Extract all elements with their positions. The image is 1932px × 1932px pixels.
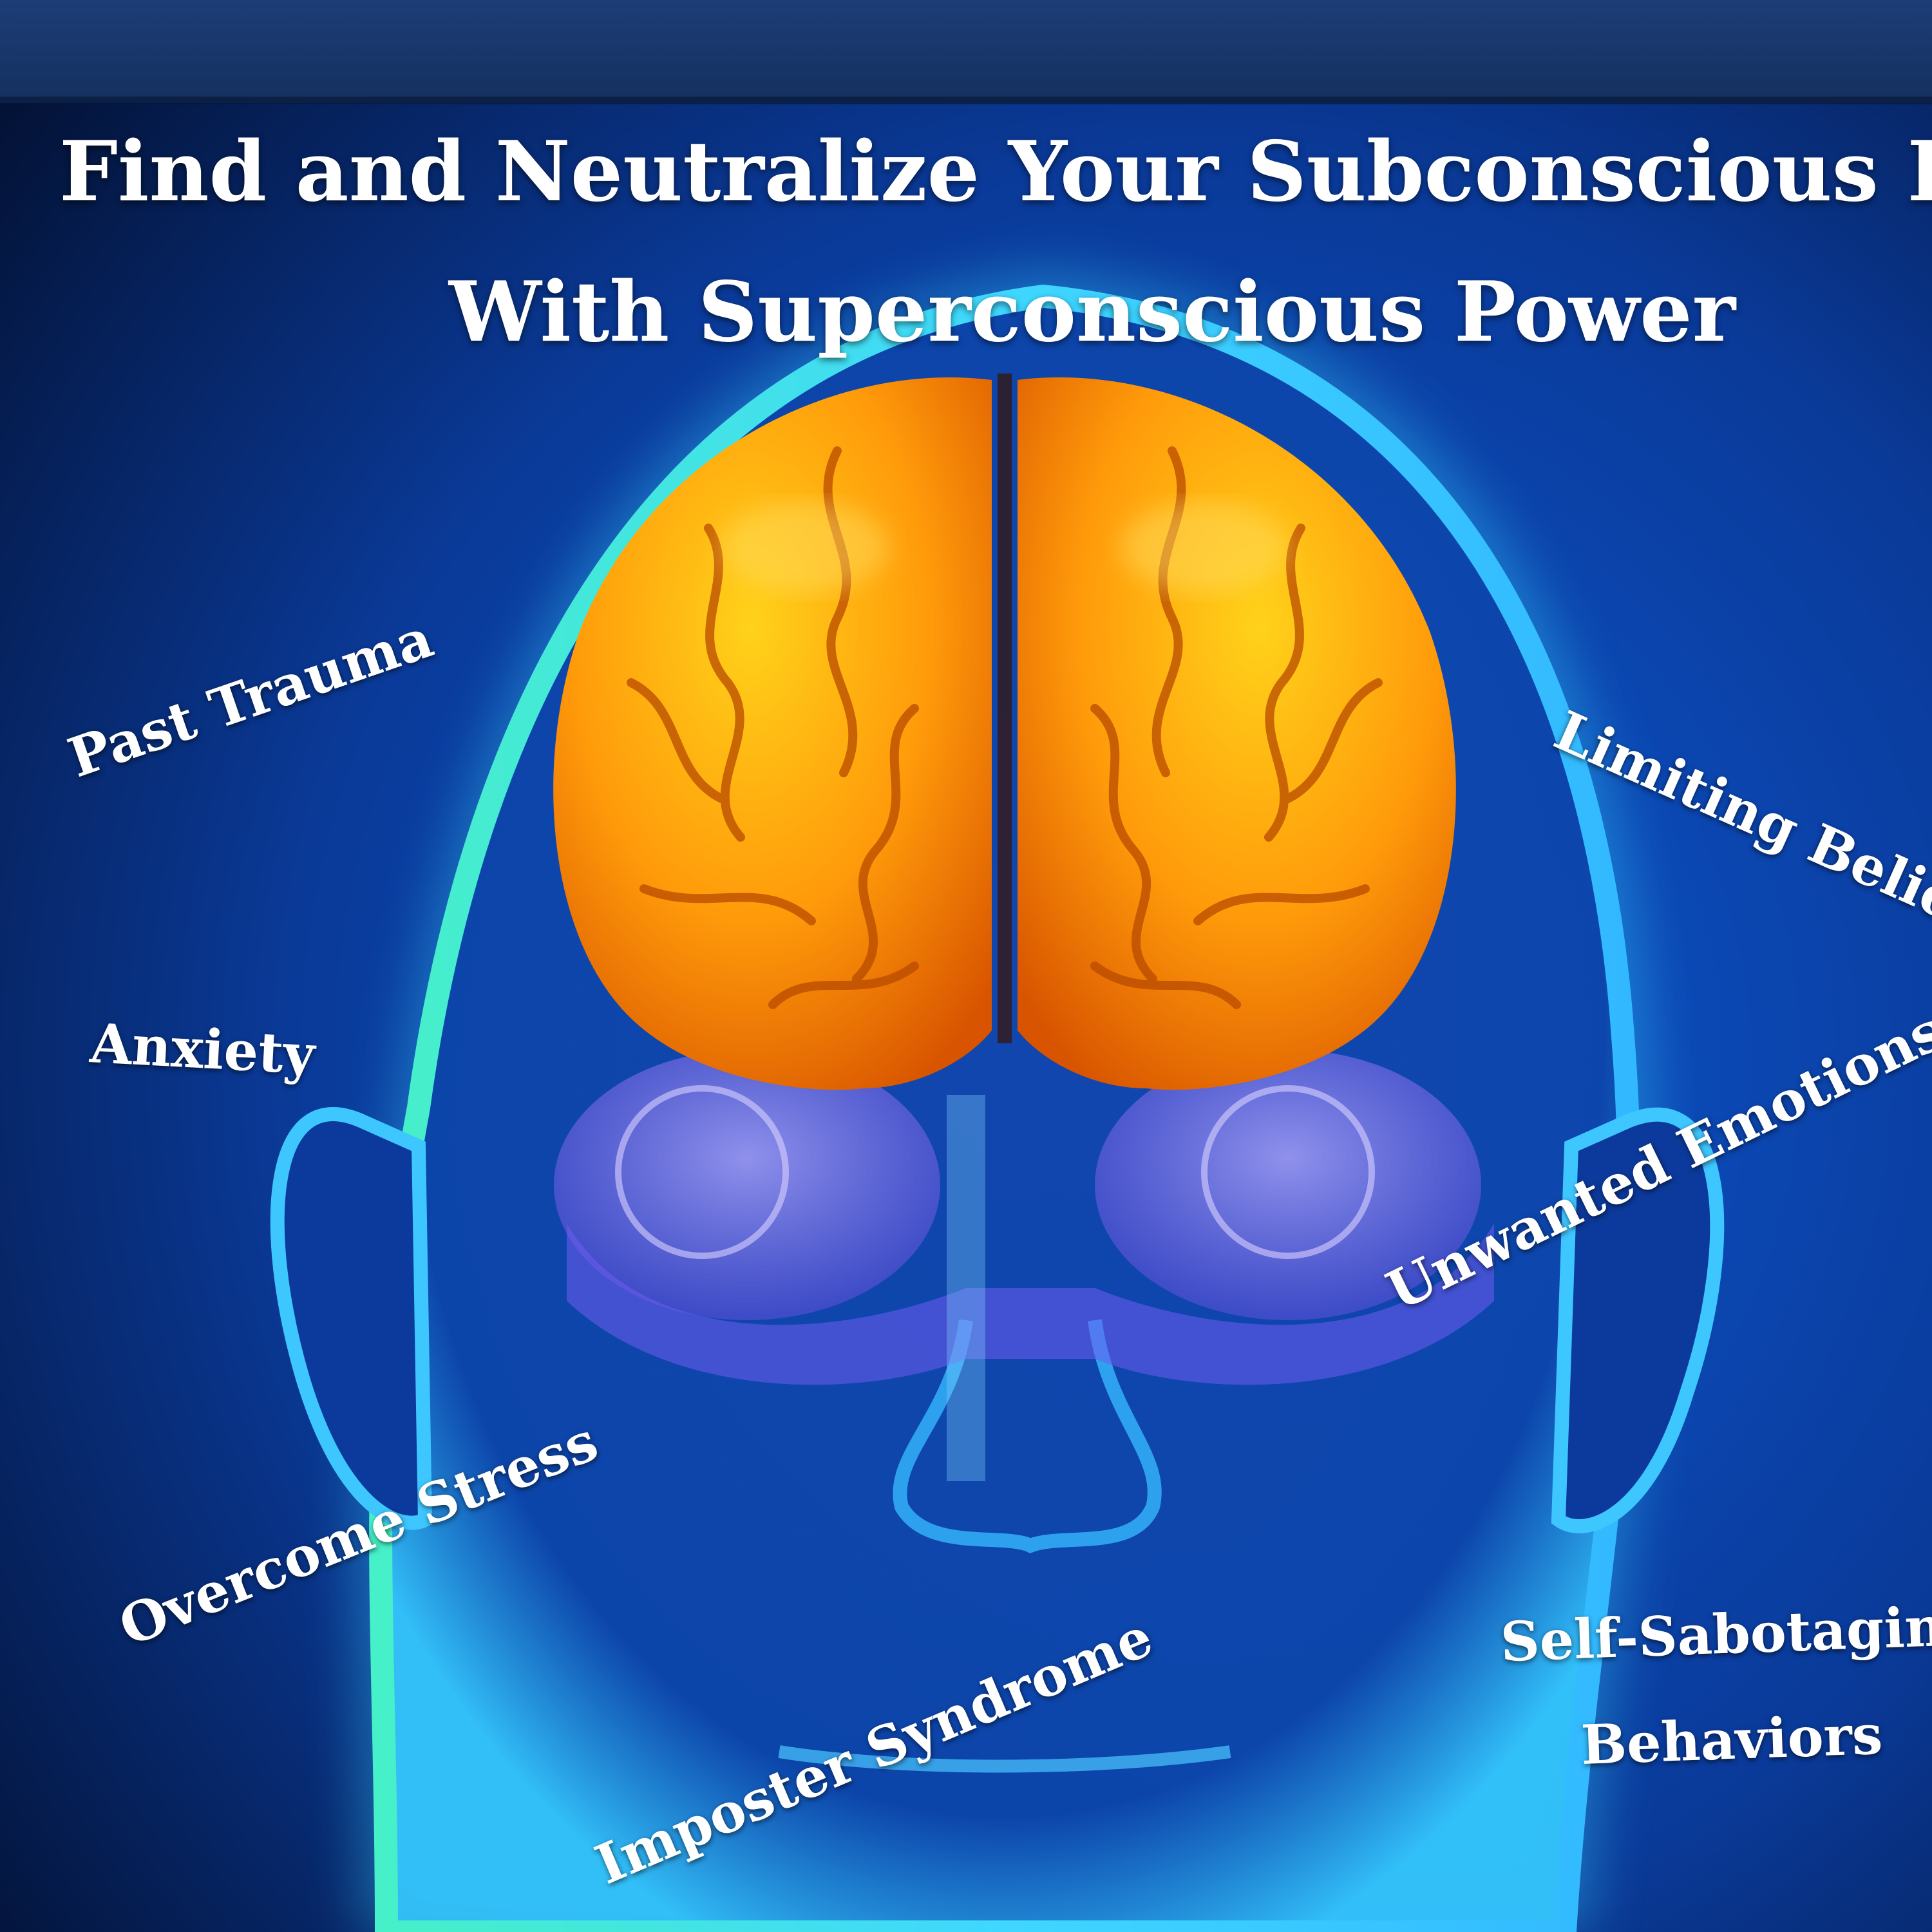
title-line-1: Find and Neutralize Your Subconscious Bl…: [59, 124, 1932, 220]
label-anxiety: Anxiety: [88, 1011, 317, 1087]
title-line-2: With Superconscious Power: [449, 264, 1736, 361]
label-self-sabotaging-line2: Behaviors: [1580, 1702, 1884, 1777]
